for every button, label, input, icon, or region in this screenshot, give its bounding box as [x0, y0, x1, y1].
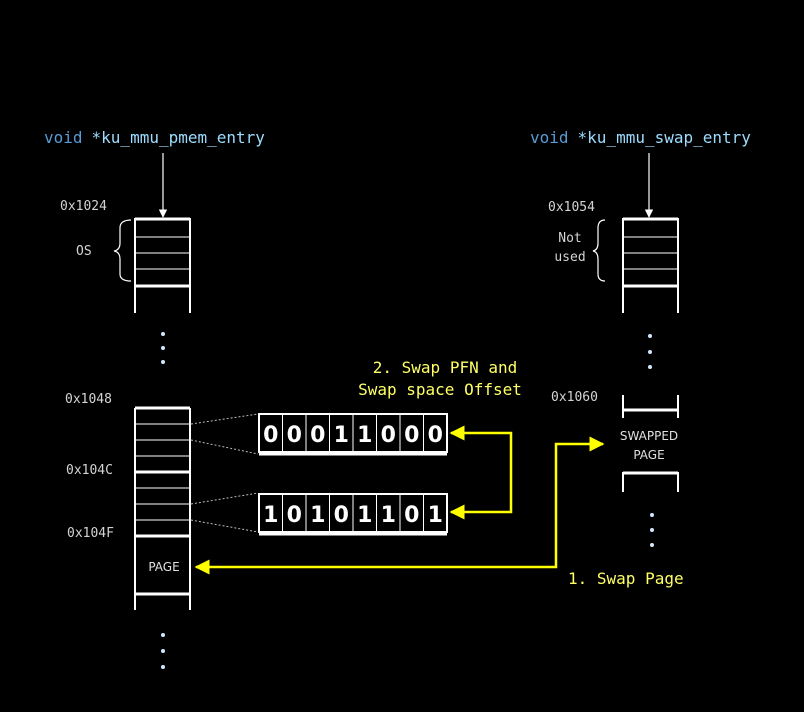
swap-ellipsis-upper	[648, 334, 652, 369]
bit-value: 0	[334, 503, 349, 528]
not-used-label-1: Not	[558, 231, 581, 246]
swapped-page-label-2: PAGE	[633, 448, 664, 462]
not-used-label-2: used	[554, 250, 585, 265]
swap-column	[622, 217, 679, 492]
pmem-ellipsis-lower	[161, 633, 165, 669]
step2-label-2: Swap space Offset	[358, 380, 522, 399]
page-label: PAGE	[148, 560, 179, 574]
swapped-page-label-1: SWAPPED	[620, 429, 678, 443]
zoom-lines	[190, 413, 259, 533]
bit-value: 1	[357, 503, 372, 528]
pmem-entry-label: void *ku_mmu_pmem_entry	[44, 128, 265, 147]
pmem-addr-0x1048: 0x1048	[65, 392, 112, 407]
bit-value: 0	[287, 423, 302, 448]
pmem-entry-type: void	[44, 128, 83, 147]
bit-value: 1	[428, 503, 443, 528]
swap-ellipsis-lower	[650, 513, 654, 547]
os-brace	[113, 219, 132, 282]
swap-entry-label: void *ku_mmu_swap_entry	[530, 128, 751, 147]
pmem-addr-0x1024: 0x1024	[60, 199, 107, 214]
pmem-column	[134, 217, 191, 610]
pmem-entry-name: *ku_mmu_pmem_entry	[92, 128, 266, 147]
bit-value: 1	[263, 503, 278, 528]
bit-value: 1	[381, 503, 396, 528]
bit-value: 0	[428, 423, 443, 448]
step1-label: 1. Swap Page	[568, 569, 684, 588]
swap-addr-0x1054: 0x1054	[548, 200, 595, 215]
pmem-addr-0x104f: 0x104F	[67, 526, 114, 541]
pmem-ellipsis-upper	[161, 332, 165, 364]
swap-entry-type: void	[530, 128, 569, 147]
bit-value: 0	[381, 423, 396, 448]
bit-value: 0	[310, 423, 325, 448]
bit-value: 0	[404, 503, 419, 528]
bit-value: 0	[404, 423, 419, 448]
os-label: OS	[76, 244, 92, 259]
bit-value: 1	[334, 423, 349, 448]
swap-page-arrow	[194, 436, 605, 575]
swap-addr-0x1060: 0x1060	[551, 390, 598, 405]
not-used-brace	[592, 219, 606, 282]
swap-pfn-arrow	[449, 425, 513, 520]
bit-value: 1	[310, 503, 325, 528]
bit-value: 0	[263, 423, 278, 448]
bit-value: 1	[357, 423, 372, 448]
step2-label-1: 2. Swap PFN and	[373, 358, 518, 377]
bit-value: 0	[287, 503, 302, 528]
swap-entry-name: *ku_mmu_swap_entry	[578, 128, 752, 147]
pmem-addr-0x104c: 0x104C	[66, 463, 113, 478]
